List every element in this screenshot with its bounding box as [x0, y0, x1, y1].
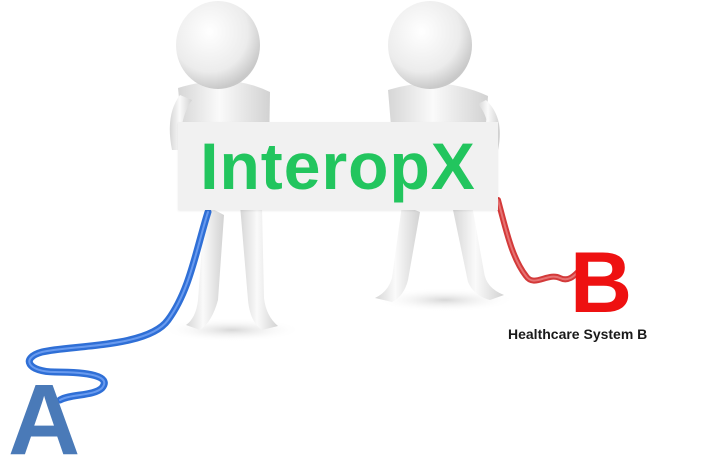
endpoint-b-letter: B	[570, 235, 633, 331]
interopx-sign: InteropX	[178, 122, 498, 210]
illustration-scene	[25, 1, 581, 404]
sign-title: InteropX	[200, 129, 476, 203]
figure-left-shadow	[162, 318, 302, 342]
endpoint-a-letter: A	[8, 364, 81, 476]
endpoint-b-label: Healthcare System B	[508, 326, 648, 342]
